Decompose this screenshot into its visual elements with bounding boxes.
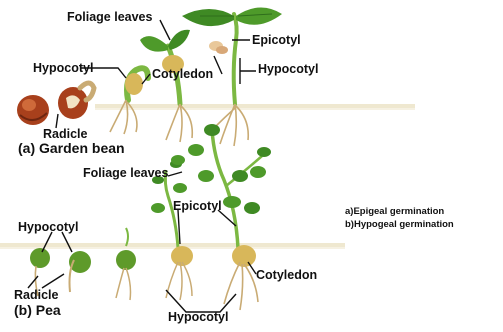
leader-pea-radicle bbox=[28, 274, 64, 288]
bean-label-cotyledon: Cotyledon bbox=[152, 68, 213, 81]
bean-seed-1 bbox=[17, 95, 49, 125]
bean-seedling-emerging bbox=[140, 30, 192, 142]
pea-seedling-small bbox=[151, 160, 193, 300]
legend-hypogeal: b)Hypogeal germination bbox=[345, 220, 454, 230]
pea-label-hypocotyl-bottom: Hypocotyl bbox=[168, 311, 228, 324]
bean-seedling-hook bbox=[110, 68, 148, 134]
bean-seed-2 bbox=[58, 83, 94, 119]
pea-seed-3 bbox=[116, 228, 136, 300]
leader-bean-foliage bbox=[160, 20, 170, 40]
pea-label-radicle: Radicle bbox=[14, 289, 58, 302]
pea-label-epicotyl: Epicotyl bbox=[173, 200, 222, 213]
pea-seed-2 bbox=[69, 251, 91, 292]
bean-label-radicle: Radicle bbox=[43, 128, 87, 141]
pea-label-hypocotyl-left: Hypocotyl bbox=[18, 221, 78, 234]
bean-label-hypocotyl-right: Hypocotyl bbox=[258, 63, 318, 76]
pea-label-cotyledon: Cotyledon bbox=[256, 269, 317, 282]
pea-caption: (b) Pea bbox=[14, 303, 61, 317]
leader-pea-foliage bbox=[168, 172, 182, 176]
pea-seedling-tall bbox=[171, 124, 271, 310]
bean-caption: (a) Garden bean bbox=[18, 141, 125, 155]
bean-label-foliage-leaves: Foliage leaves bbox=[67, 11, 152, 24]
pea-label-foliage-leaves: Foliage leaves bbox=[83, 167, 168, 180]
leader-bean-radicle bbox=[56, 114, 58, 128]
soil-line-pea bbox=[0, 243, 345, 249]
legend-epigeal: a)Epigeal germination bbox=[345, 207, 444, 217]
leader-bean-hypocotyl-right bbox=[240, 58, 256, 84]
soil-line-bean bbox=[95, 104, 415, 110]
bean-label-epicotyl: Epicotyl bbox=[252, 34, 301, 47]
bean-label-hypocotyl-left: Hypocotyl bbox=[33, 62, 93, 75]
leader-pea-epicotyl bbox=[178, 210, 236, 244]
